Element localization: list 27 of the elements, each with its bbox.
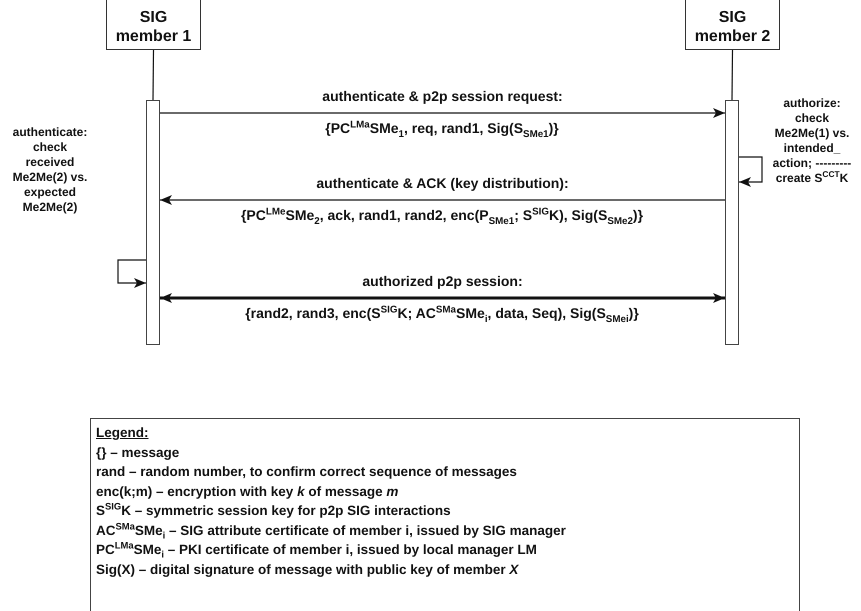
activation-bar: [146, 100, 160, 345]
message-text: {rand2, rand3, enc(S$^{SIG}$K; AC$^{SMa}$SMe$_{i}$, data, Seq), Sig(S$_{SMei}$)}: [245, 305, 639, 321]
edge-label: authenticate & p2p session request:: [322, 88, 563, 104]
message-arrow: [160, 293, 725, 303]
message-arrow: [160, 195, 725, 205]
note-text: authenticate: check received Me2Me(2) vs. expected Me2Me(2): [12, 125, 88, 215]
edge-label: authorized p2p session:: [362, 273, 523, 289]
message-text: {PC$^{LMa}$SMe$_{1}$, req, rand1, Sig(S$_{SMe1}$)}: [325, 120, 559, 136]
participant-box: SIG member 1: [106, 0, 201, 50]
legend-entry: enc(k;m) – encryption with key k of message m: [96, 482, 398, 501]
legend-entry: Sig(X) – digital signature of message with public key of member X: [96, 560, 518, 579]
self-message-arrow: [117, 259, 146, 288]
legend-entry: {} – message: [96, 444, 180, 462]
legend-heading: Legend:: [96, 424, 148, 442]
activation-bar: [725, 100, 739, 345]
legend-entry: rand – random number, to confirm correct sequence of messages: [96, 463, 517, 481]
self-message-arrow: [739, 156, 763, 187]
edge-label: authenticate & ACK (key distribution):: [316, 175, 569, 191]
participant-box: SIG member 2: [685, 0, 780, 50]
legend-entry: PC$^{LMa}$SMe$_{i}$ – PKI certificate of member i, issued by local manager LM: [96, 540, 537, 560]
message-arrow: [160, 108, 725, 118]
note-text: authorize: check Me2Me(1) vs. intended_ action; --------- create S$^{CCT}$K: [772, 96, 852, 186]
legend-entry: AC$^{SMa}$SMe$_{i}$ – SIG attribute certificate of member i, issued by SIG manager: [96, 520, 566, 540]
lifeline: [152, 50, 154, 100]
lifeline: [731, 50, 734, 100]
message-text: {PC$^{LMe}$SMe$_{2}$, ack, rand1, rand2, enc(P$_{SMe1}$; S$^{SIG}$K), Sig(S$_{SMe2}$)}: [240, 207, 644, 223]
legend-entry: S$^{SIG}$K – symmetric session key for p2p SIG interactions: [96, 501, 451, 520]
